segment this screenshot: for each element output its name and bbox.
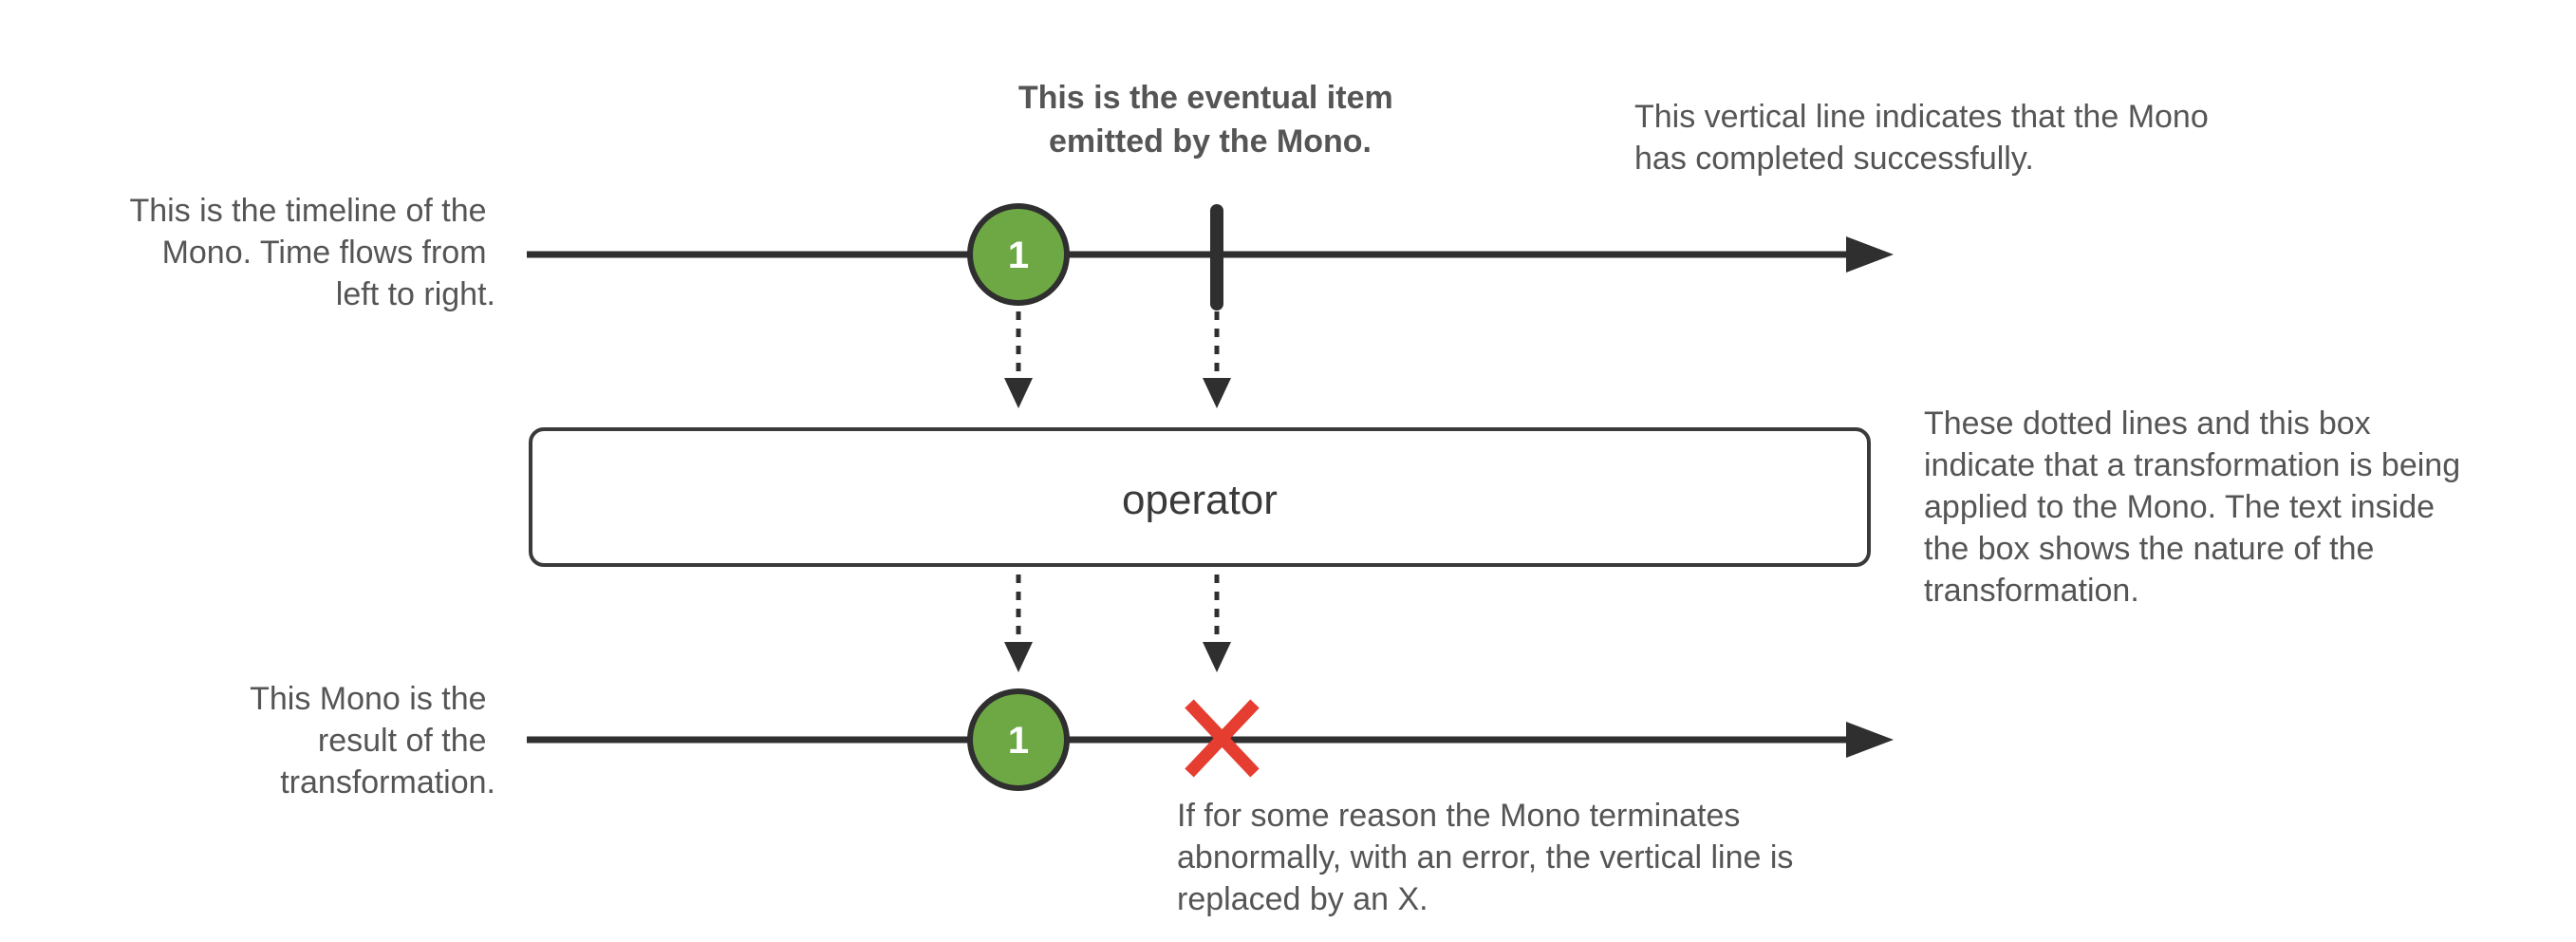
error-annotation: If for some reason the Mono terminates a… [1177, 798, 1802, 917]
emitted-item-annotation: This is the eventual item emitted by the… [1018, 80, 1402, 160]
source-item-label: 1 [1008, 235, 1029, 276]
result-dotted-connectors [1004, 575, 1231, 672]
connector-arrowhead [1004, 378, 1033, 408]
operator-annotation: These dotted lines and this box indicate… [1924, 405, 2470, 609]
operator-label: operator [1122, 477, 1278, 523]
operator-box: operator [529, 427, 1871, 567]
source-timeline [527, 236, 1894, 273]
result-timeline-annotation: This Mono is the result of the transform… [250, 681, 495, 801]
result-timeline [527, 722, 1894, 758]
source-timeline-arrowhead [1846, 236, 1894, 273]
error-x-icon [1185, 699, 1260, 778]
source-timeline-annotation: This is the timeline of the Mono. Time f… [129, 193, 495, 312]
completion-annotation: This vertical line indicates that the Mo… [1634, 99, 2217, 177]
connector-arrowhead [1004, 642, 1033, 672]
source-item: 1 [967, 203, 1070, 306]
result-timeline-arrowhead [1846, 722, 1894, 758]
connector-arrowhead [1203, 642, 1231, 672]
connector-arrowhead [1203, 378, 1231, 408]
source-dotted-connectors [1004, 311, 1231, 408]
result-item: 1 [967, 688, 1070, 791]
result-item-label: 1 [1008, 720, 1029, 762]
